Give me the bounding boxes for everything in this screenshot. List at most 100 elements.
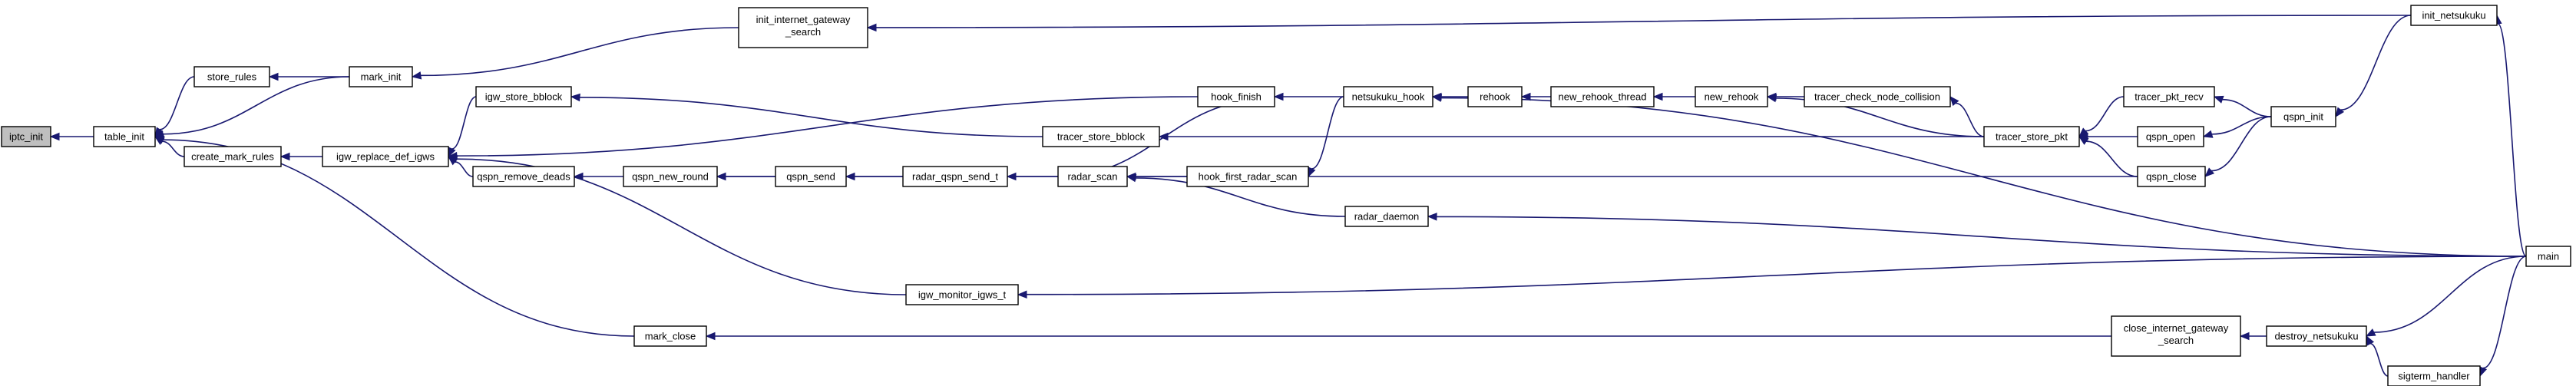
node-label: table_init <box>104 131 144 143</box>
arrowhead <box>845 172 855 181</box>
arrowhead <box>1158 132 1169 141</box>
arrowhead <box>1126 173 1137 183</box>
arrowhead <box>1006 172 1017 181</box>
edge-init-netsukuku-to-init-internet-gateway-search <box>866 15 2412 32</box>
node-create-mark-rules[interactable]: create_mark_rules <box>184 146 282 167</box>
node-box <box>93 126 156 147</box>
node-sigterm-handler[interactable]: sigterm_handler <box>2387 365 2481 386</box>
node-radar-qspn-send-t[interactable]: radar_qspn_send_t <box>902 166 1008 187</box>
edge-qspn-init-to-qspn-close <box>2204 116 2272 177</box>
arrowhead <box>1017 290 1027 299</box>
node-box <box>349 66 413 87</box>
node-destroy-netsukuku[interactable]: destroy_netsukuku <box>2266 325 2367 347</box>
node-box <box>472 166 575 187</box>
node-netsukuku-hook[interactable]: netsukuku_hook <box>1343 86 1433 107</box>
node-qspn-close[interactable]: qspn_close <box>2137 166 2206 187</box>
arrowhead <box>2078 136 2089 145</box>
node-box <box>1 126 51 147</box>
node-tracer-pkt-recv[interactable]: tracer_pkt_recv <box>2123 86 2215 107</box>
arrowhead <box>705 332 716 341</box>
node-label: qspn_close <box>2146 171 2197 183</box>
node-mark-close[interactable]: mark_close <box>633 325 707 347</box>
node-qspn-remove-deads[interactable]: qspn_remove_deads <box>472 166 575 187</box>
node-label: radar_qspn_send_t <box>912 171 998 183</box>
node-radar-scan[interactable]: radar_scan <box>1057 166 1128 187</box>
node-label: _search <box>785 26 821 38</box>
node-tracer-store-bblock[interactable]: tracer_store_bblock <box>1042 126 1160 147</box>
arrowhead <box>716 172 726 181</box>
node-hook-finish[interactable]: hook_finish <box>1197 86 1275 107</box>
node-rehook[interactable]: rehook <box>1467 86 1523 107</box>
node-qspn-init[interactable]: qspn_init <box>2270 106 2336 127</box>
node-label: qspn_init <box>2283 111 2323 123</box>
node-table-init[interactable]: table_init <box>93 126 156 147</box>
edge-tracer-store-pkt-to-tracer-store-bblock <box>1158 132 1984 141</box>
edge-main-to-igw-monitor-igws-t <box>1017 256 2527 299</box>
arrowhead <box>49 132 60 141</box>
arrowhead <box>1520 92 1531 101</box>
node-label: tracer_store_bblock <box>1057 131 1146 143</box>
node-label: igw_replace_def_igws <box>336 151 435 163</box>
edge-igw-replace-def-igws-to-create-mark-rules <box>279 152 322 161</box>
edge-sigterm-handler-to-destroy-netsukuku <box>2366 335 2389 377</box>
arrowhead <box>447 151 458 160</box>
node-mark-init[interactable]: mark_init <box>349 66 413 87</box>
edge-qspn-close-to-tracer-store-pkt <box>2078 136 2138 177</box>
node-label: qspn_remove_deads <box>477 171 570 183</box>
node-label: init_internet_gateway <box>756 14 851 25</box>
node-box <box>2387 365 2481 386</box>
node-tracer-store-pkt[interactable]: tracer_store_pkt <box>1983 126 2080 147</box>
edge-new-rehook-to-new-rehook-thread <box>1652 92 1695 101</box>
node-store-rules[interactable]: store_rules <box>193 66 270 87</box>
edge-radar-qspn-send-t-to-qspn-send <box>845 172 904 181</box>
node-iptc-init[interactable]: iptc_init <box>1 126 51 147</box>
node-qspn-new-round[interactable]: qspn_new_round <box>623 166 718 187</box>
node-box <box>623 166 718 187</box>
node-init-netsukuku[interactable]: init_netsukuku <box>2410 5 2498 26</box>
node-box <box>738 7 868 48</box>
node-main[interactable]: main <box>2525 246 2571 267</box>
arrowhead <box>2335 107 2345 118</box>
node-qspn-send[interactable]: qspn_send <box>775 166 847 187</box>
node-new-rehook-thread[interactable]: new_rehook_thread <box>1550 86 1655 107</box>
node-label: iptc_init <box>9 131 43 143</box>
arrowhead <box>154 136 165 144</box>
node-box <box>2111 315 2241 357</box>
node-init-internet-gateway-search[interactable]: init_internet_gateway_search <box>738 7 868 48</box>
node-igw-replace-def-igws[interactable]: igw_replace_def_igws <box>322 146 449 167</box>
node-tracer-check-node-collision[interactable]: tracer_check_node_collision <box>1804 86 1951 107</box>
edge-igw-store-bblock-to-igw-replace-def-igws <box>448 96 477 158</box>
node-box <box>1042 126 1160 147</box>
node-label: mark_init <box>361 71 402 83</box>
node-box <box>2137 126 2204 147</box>
node-label: igw_store_bblock <box>485 91 563 103</box>
node-box <box>2123 86 2215 107</box>
node-qspn-open[interactable]: qspn_open <box>2137 126 2204 147</box>
arrowhead <box>2204 167 2215 177</box>
node-new-rehook[interactable]: new_rehook <box>1695 86 1768 107</box>
arrowhead <box>1431 94 1443 102</box>
node-hook-first-radar-scan[interactable]: hook_first_radar_scan <box>1186 166 1309 187</box>
node-igw-monitor-igws-t[interactable]: igw_monitor_igws_t <box>905 284 1019 305</box>
node-box <box>2266 325 2367 347</box>
arrowhead <box>411 71 422 80</box>
node-box <box>1057 166 1128 187</box>
arrowhead <box>2239 332 2250 341</box>
edge-netsukuku-hook-to-hook-finish <box>1273 92 1344 101</box>
edge-qspn-init-to-tracer-pkt-recv <box>2213 95 2272 117</box>
edge-mark-init-to-store-rules <box>268 72 349 81</box>
node-box <box>1343 86 1433 107</box>
node-close-internet-gateway-search[interactable]: close_internet_gateway_search <box>2111 315 2241 357</box>
node-radar-daemon[interactable]: radar_daemon <box>1344 206 1429 227</box>
node-igw-store-bblock[interactable]: igw_store_bblock <box>475 86 572 107</box>
node-box <box>1695 86 1768 107</box>
node-box <box>2270 106 2336 127</box>
node-label: sigterm_handler <box>2398 371 2470 382</box>
edge-radar-daemon-to-radar-scan <box>1126 173 1346 217</box>
arrowhead <box>1273 92 1284 101</box>
edge-tracer-pkt-recv-to-tracer-store-pkt <box>2078 96 2125 137</box>
node-box <box>902 166 1008 187</box>
node-label: tracer_check_node_collision <box>1814 91 1940 103</box>
node-label: rehook <box>1480 91 1510 103</box>
